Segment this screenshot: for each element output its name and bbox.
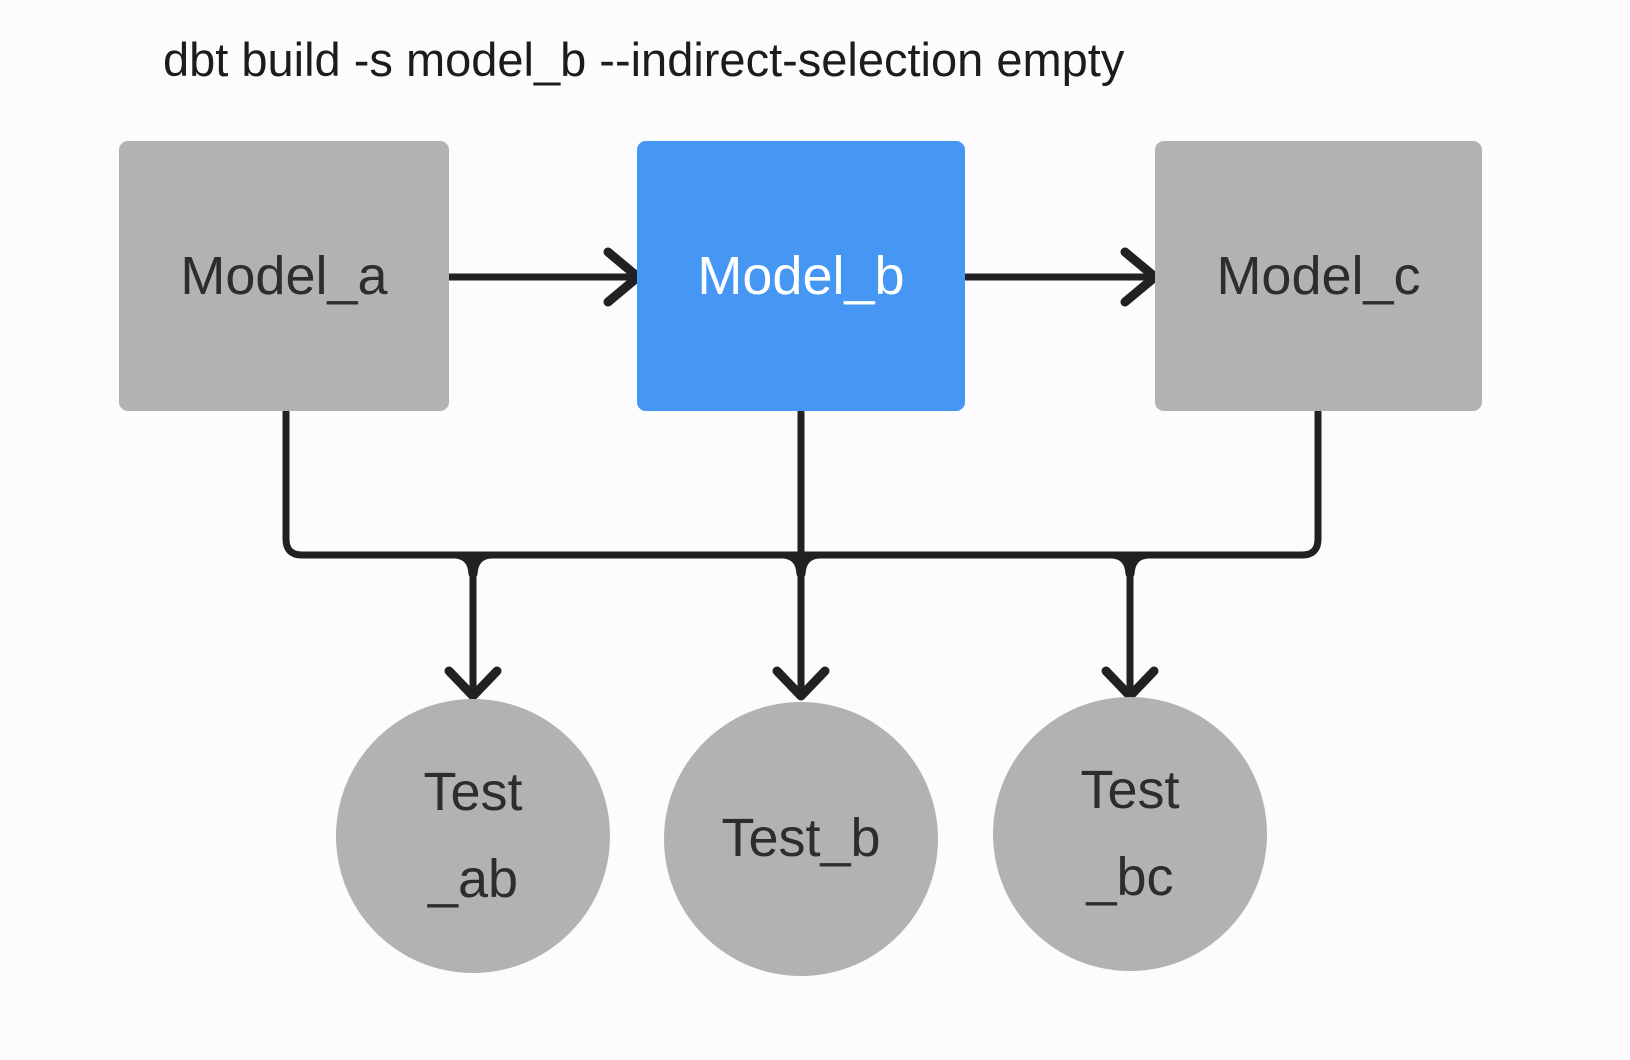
node-test-ab: Test _ab bbox=[336, 699, 610, 973]
fillet-test-bc-left bbox=[1108, 551, 1133, 578]
node-model-c-label: Model_c bbox=[1216, 246, 1421, 306]
fillet-test-ab-right bbox=[470, 551, 495, 578]
node-model-b-label: Model_b bbox=[697, 246, 905, 306]
node-test-b-label-line1: Test_b bbox=[721, 808, 881, 869]
node-test-ab-label-line1: Test bbox=[423, 761, 523, 822]
arrowhead-into-test-b-icon bbox=[772, 666, 830, 701]
node-model-c: Model_c bbox=[1155, 141, 1482, 411]
node-model-b-selected: Model_b bbox=[637, 141, 965, 411]
arrowhead-into-test-bc-icon bbox=[1101, 666, 1159, 701]
node-model-a-label: Model_a bbox=[180, 246, 388, 306]
node-test-bc-label-line1: Test bbox=[1080, 759, 1180, 820]
fillet-test-ab-left bbox=[451, 551, 476, 578]
arrowhead-into-test-ab-icon bbox=[444, 666, 502, 701]
fillet-test-b-right bbox=[798, 551, 823, 578]
node-test-bc-label-line2: _bc bbox=[1086, 847, 1174, 907]
node-test-b: Test_b bbox=[664, 702, 938, 976]
node-test-ab-label-line2: _ab bbox=[427, 849, 519, 909]
diagram-title-command: dbt build -s model_b --indirect-selectio… bbox=[163, 33, 1125, 86]
node-model-a: Model_a bbox=[119, 141, 449, 411]
fillet-test-bc-right bbox=[1127, 551, 1152, 578]
fillet-test-b-left bbox=[779, 551, 804, 578]
node-test-bc: Test _bc bbox=[993, 697, 1267, 971]
